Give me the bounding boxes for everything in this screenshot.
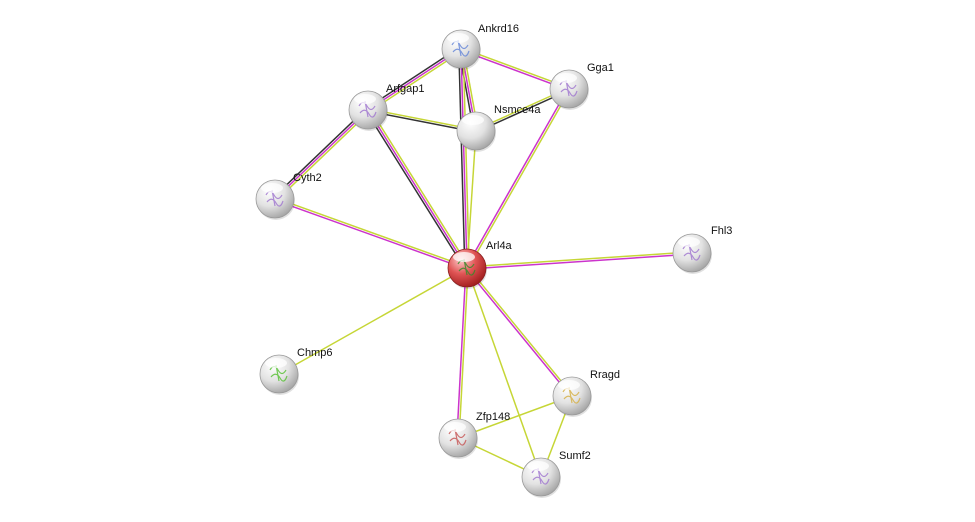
edge-line [458, 268, 469, 439]
edge-line [467, 266, 574, 396]
node-highlight [558, 380, 580, 390]
edge-line [456, 267, 467, 438]
edge-arl4a-rragd [465, 266, 574, 398]
node-label: Cyth2 [293, 172, 322, 184]
node-label: Ankrd16 [478, 23, 519, 35]
edge-line [466, 267, 542, 478]
node-label: Sumf2 [559, 450, 591, 462]
edge-nsmce4a-arl4a [466, 130, 477, 269]
node-arl4a[interactable]: Arl4a [447, 240, 513, 289]
node-highlight [261, 183, 283, 193]
edge-ankrd16-arl4a [458, 48, 470, 269]
node-gga1[interactable]: Gga1 [549, 62, 614, 110]
node-highlight [447, 33, 469, 43]
edge-arl4a-chmp6 [278, 267, 468, 375]
edge-arl4a-sumf2 [466, 267, 542, 478]
edge-line [467, 89, 571, 269]
node-rragd[interactable]: Rragd [552, 369, 620, 417]
edge-line [367, 109, 468, 269]
edge-arfgap1-arl4a [365, 108, 470, 270]
node-arfgap1[interactable]: Arfgap1 [348, 83, 425, 131]
node-highlight [555, 73, 577, 83]
edge-arfgap1-cyth2 [272, 107, 371, 202]
node-sumf2[interactable]: Sumf2 [521, 450, 591, 498]
node-layer: Arl4a Ankrd16Gga1Arfgap1Nsmce4aCyth2Fhl3C… [255, 23, 732, 498]
node-chmp6[interactable]: Chmp6 [259, 347, 332, 395]
node-nsmce4a[interactable]: Nsmce4a [456, 104, 541, 152]
node-label: Fhl3 [711, 225, 732, 237]
node-highlight [354, 94, 376, 104]
edge-line [274, 109, 369, 200]
node-label: Chmp6 [297, 347, 332, 359]
edge-line [460, 48, 468, 269]
edge-line [272, 107, 367, 198]
edge-line [465, 268, 572, 398]
edge-line [365, 110, 466, 270]
node-label: Zfp148 [476, 411, 510, 423]
node-label: Arl4a [486, 240, 513, 252]
node-highlight [265, 358, 287, 368]
edge-line [274, 199, 467, 270]
node-highlight [453, 252, 475, 262]
node-zfp148[interactable]: Zfp148 [438, 411, 510, 459]
node-label: Nsmce4a [494, 104, 541, 116]
edge-line [467, 253, 693, 270]
node-highlight [444, 422, 466, 432]
edge-arl4a-zfp148 [456, 267, 469, 439]
edge-gga1-arl4a [465, 88, 571, 269]
node-label: Arfgap1 [386, 83, 425, 95]
edge-line [462, 48, 470, 268]
node-highlight [678, 237, 700, 247]
edge-line [458, 49, 466, 269]
node-label: Gga1 [587, 62, 614, 74]
node-ankrd16[interactable]: Ankrd16 [441, 23, 519, 70]
edge-rragd-zfp148 [457, 395, 573, 439]
edge-line [369, 108, 470, 268]
edge-line [275, 197, 468, 268]
node-highlight [527, 461, 549, 471]
edge-cyth2-arl4a [274, 197, 468, 270]
node-cyth2[interactable]: Cyth2 [255, 172, 322, 220]
node-highlight [462, 115, 484, 125]
edge-line [466, 130, 477, 269]
edge-arl4a-fhl3 [466, 251, 693, 270]
node-label: Rragd [590, 369, 620, 381]
edge-line [465, 88, 569, 268]
edge-line [276, 111, 371, 202]
edge-line [466, 251, 692, 268]
node-fhl3[interactable]: Fhl3 [672, 225, 732, 274]
edge-line [278, 267, 468, 375]
edge-line [457, 395, 573, 439]
